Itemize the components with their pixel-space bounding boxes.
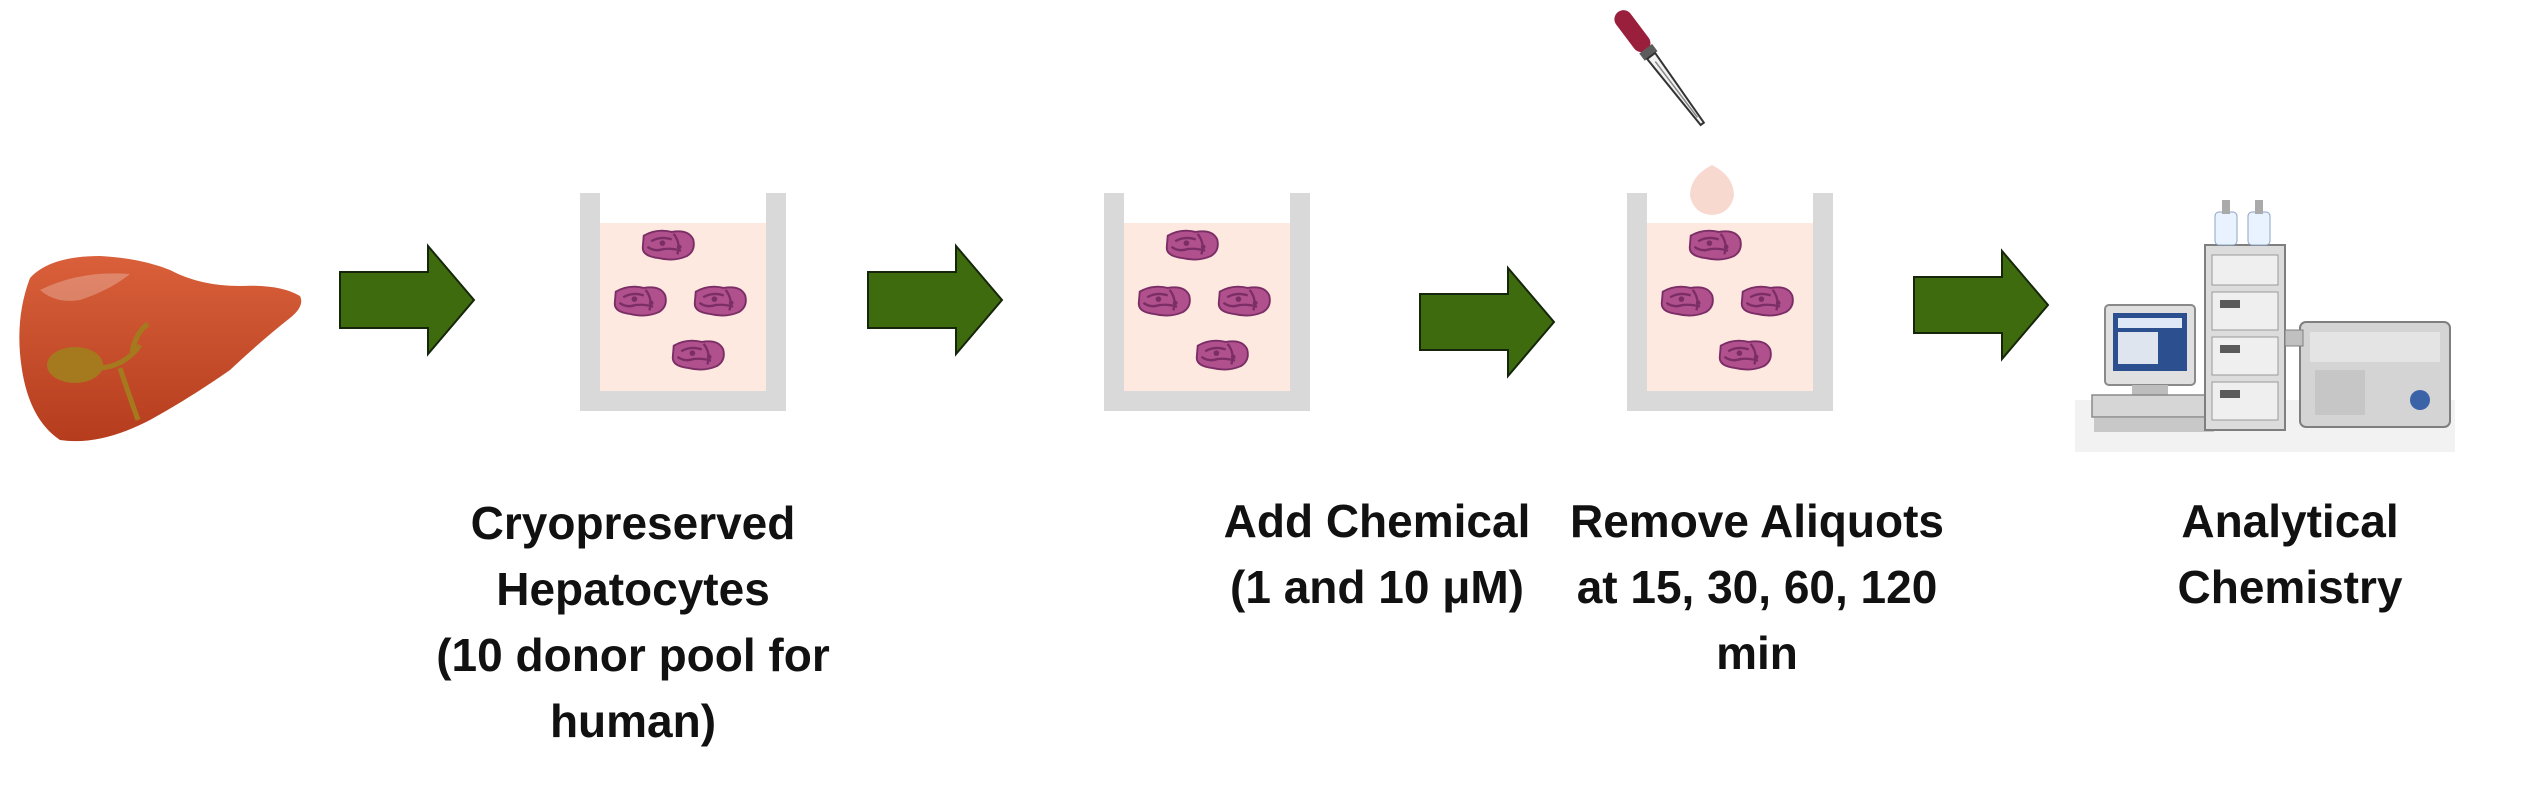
liquid-drop-icon bbox=[1690, 165, 1734, 215]
hepatocyte-cell bbox=[613, 285, 668, 317]
flow-arrow-4 bbox=[1913, 248, 2050, 362]
flow-arrow-3 bbox=[1419, 265, 1556, 379]
caption-line: Chemistry bbox=[2177, 561, 2403, 613]
flow-arrow-2 bbox=[867, 243, 1004, 357]
hepatocyte-cell bbox=[1718, 339, 1773, 371]
hepatocyte-cell bbox=[1165, 229, 1220, 261]
hepatocyte-cell bbox=[1195, 339, 1250, 371]
hepatocyte-cell bbox=[1688, 229, 1743, 261]
hepatocyte-cell bbox=[693, 285, 748, 317]
liver-icon bbox=[19, 256, 302, 442]
caption-line: at 15, 30, 60, 120 bbox=[1576, 561, 1938, 613]
dropper-icon bbox=[1614, 10, 1706, 127]
caption-line: Remove Aliquots bbox=[1569, 495, 1945, 547]
wells-layer bbox=[580, 193, 1833, 411]
caption-line: Cryopreserved bbox=[470, 497, 796, 549]
flow-arrow-1 bbox=[339, 243, 476, 357]
hepatocyte-cell bbox=[1740, 285, 1795, 317]
hepatocyte-cell bbox=[641, 229, 696, 261]
caption-line: Hepatocytes bbox=[496, 563, 770, 615]
well-plate-3 bbox=[1627, 193, 1833, 411]
well-plate-2 bbox=[1104, 193, 1310, 411]
caption-line: (10 donor pool for bbox=[436, 629, 830, 681]
caption-line: min bbox=[1716, 627, 1798, 679]
hepatocyte-cell bbox=[671, 339, 726, 371]
hepatocyte-cell bbox=[1660, 285, 1715, 317]
arrows-layer bbox=[339, 243, 2050, 379]
analytical-instrument-icon bbox=[2075, 200, 2455, 452]
caption-chemical-well: Add Chemical (1 and 10 μM) bbox=[1117, 488, 1637, 620]
caption-aliquot-well: Remove Aliquots at 15, 30, 60, 120 min bbox=[1497, 488, 2017, 686]
caption-line: Add Chemical bbox=[1223, 495, 1531, 547]
well-plate-1 bbox=[580, 193, 786, 411]
hepatocyte-cell bbox=[1137, 285, 1192, 317]
caption-line: Analytical bbox=[2181, 495, 2399, 547]
caption-line: (1 and 10 μM) bbox=[1230, 561, 1524, 613]
caption-line: human) bbox=[549, 695, 717, 747]
hepatocyte-cell bbox=[1217, 285, 1272, 317]
